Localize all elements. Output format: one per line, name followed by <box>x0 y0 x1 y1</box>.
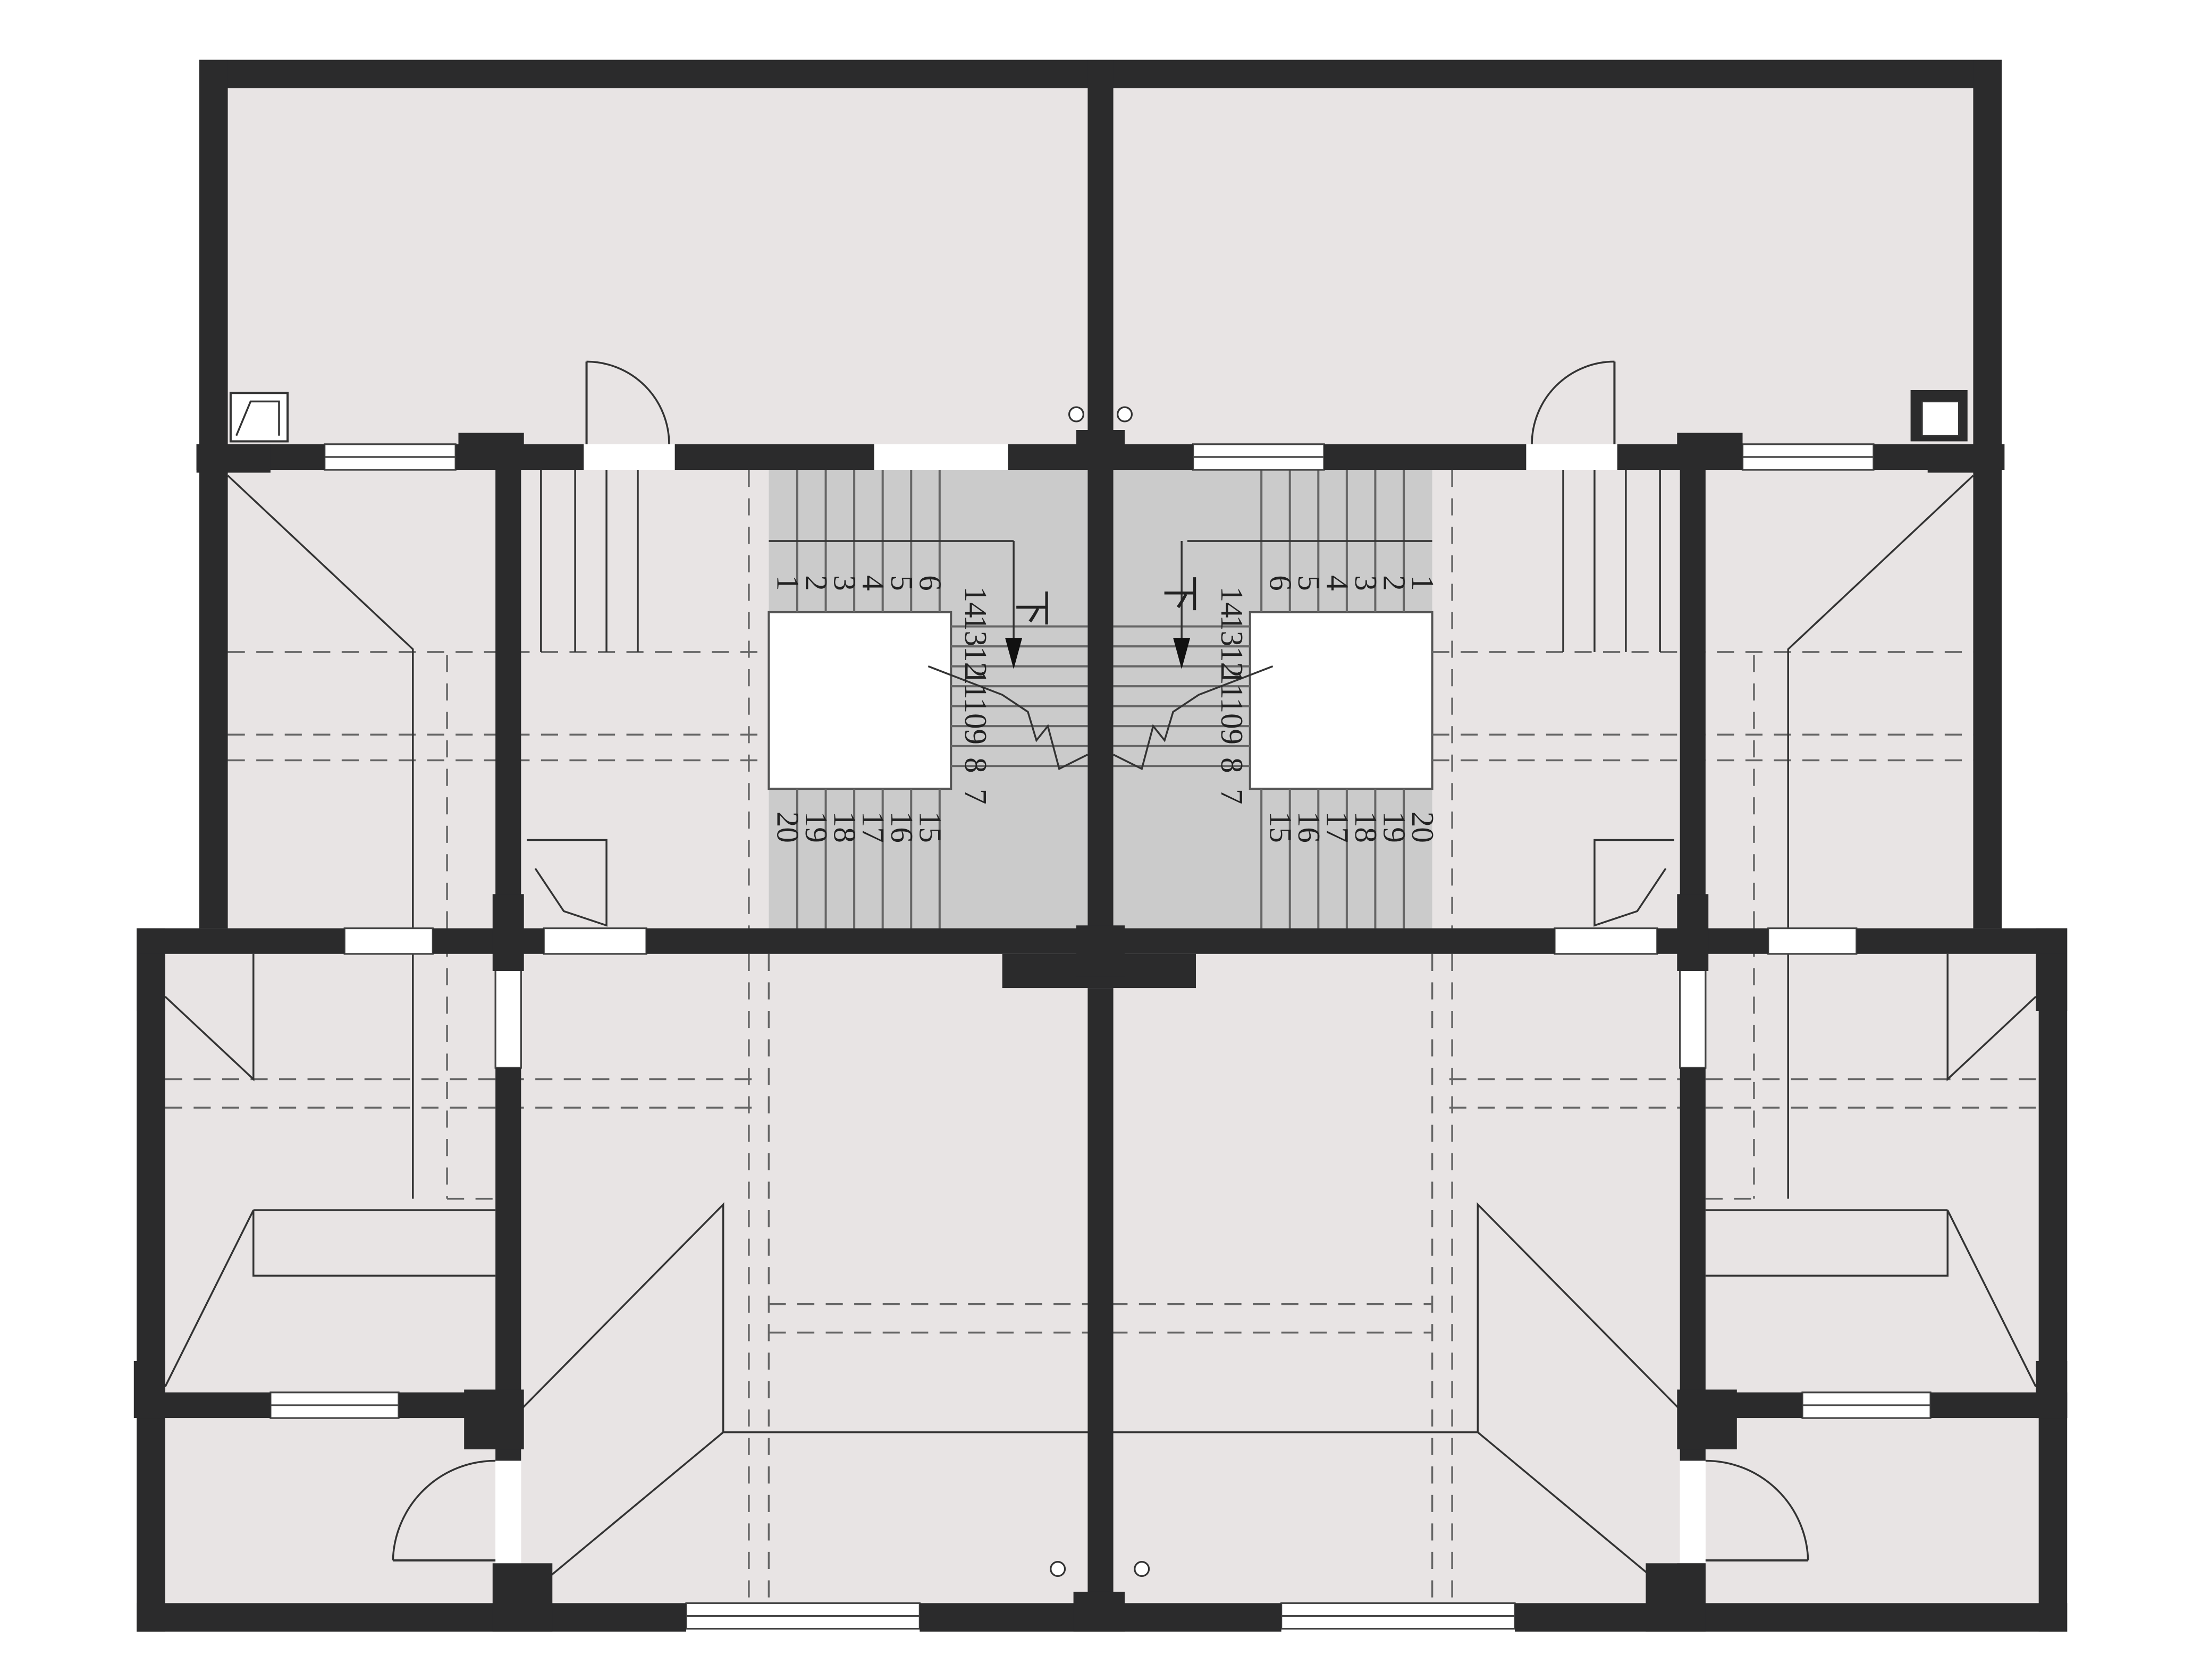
right-stair-well <box>1249 611 1433 790</box>
left-hall <box>521 470 769 928</box>
south-room-right <box>1113 953 1680 1603</box>
pipe-marker <box>1117 406 1133 423</box>
step-number: 8 <box>958 757 993 773</box>
step-number: 14 <box>958 587 993 618</box>
step-number: 10 <box>958 698 993 729</box>
right-hall <box>1432 470 1680 928</box>
doors <box>392 360 1809 1564</box>
step-number: 16 <box>1292 812 1327 843</box>
west-lower-room <box>162 953 496 1392</box>
step-number: 17 <box>856 812 891 843</box>
floor-fills <box>162 88 2039 1603</box>
step-number: 2 <box>1377 575 1412 590</box>
step-number: 5 <box>884 575 920 590</box>
step-number: 8 <box>1215 757 1250 773</box>
stair-wells <box>768 611 1433 790</box>
step-number: 6 <box>913 575 948 590</box>
step-number: 2 <box>799 575 834 590</box>
pipe-marker <box>1050 1561 1066 1577</box>
walls <box>133 60 2068 1632</box>
left-stair-labels: 下 1 2 3 4 5 6 7 8 9 10 11 12 13 14 15 16… <box>770 575 1051 843</box>
step-number: 3 <box>828 575 863 590</box>
step-number: 3 <box>1348 575 1384 590</box>
step-number: 1 <box>1405 575 1440 590</box>
right-stair-treads <box>1112 470 1432 928</box>
south-room-left <box>521 953 1088 1603</box>
step-number: 7 <box>958 789 993 804</box>
west-corner-room <box>162 1418 496 1603</box>
step-number: 20 <box>770 812 805 843</box>
step-number: 13 <box>1215 615 1250 646</box>
stair-direction-label: 下 <box>1011 589 1052 627</box>
step-number: 4 <box>1320 575 1355 590</box>
west-upper-room <box>225 470 496 928</box>
fixtures <box>229 390 1968 1577</box>
east-lower-room <box>1705 953 2039 1392</box>
left-stair-well <box>768 611 952 790</box>
step-number: 16 <box>884 812 920 843</box>
step-number: 15 <box>1263 812 1298 843</box>
step-number: 9 <box>1215 729 1250 745</box>
step-number: 14 <box>1215 587 1250 618</box>
pipe-marker <box>1134 1561 1150 1577</box>
step-number: 4 <box>856 575 891 590</box>
step-number: 6 <box>1263 575 1298 590</box>
step-number: 20 <box>1405 812 1440 843</box>
step-number: 18 <box>1348 812 1384 843</box>
stair-direction-label: 下 <box>1159 575 1200 612</box>
left-stair-treads <box>769 470 1089 928</box>
step-number: 18 <box>828 812 863 843</box>
step-number: 1 <box>770 575 805 590</box>
step-number: 10 <box>1215 698 1250 729</box>
step-number: 13 <box>958 615 993 646</box>
step-number: 9 <box>958 729 993 745</box>
step-number: 5 <box>1292 575 1327 590</box>
step-number: 7 <box>1215 789 1250 804</box>
step-number: 15 <box>913 812 948 843</box>
step-number: 11 <box>958 669 993 699</box>
east-corner-room <box>1705 1418 2039 1603</box>
step-number: 12 <box>1215 646 1250 678</box>
step-number: 19 <box>799 812 834 843</box>
step-number: 17 <box>1320 812 1355 843</box>
step-number: 12 <box>958 646 993 678</box>
windows <box>269 443 1932 1630</box>
step-number: 11 <box>1215 669 1250 699</box>
step-number: 19 <box>1377 812 1412 843</box>
north-room-left <box>225 88 1088 444</box>
north-room-right <box>1113 88 1976 444</box>
pipe-marker <box>1068 406 1084 423</box>
east-upper-room <box>1705 470 1976 928</box>
right-stair-labels: 下 1 2 3 4 5 6 7 8 9 10 11 12 13 14 15 16… <box>1159 575 1440 843</box>
floor-lines <box>164 470 2037 1601</box>
